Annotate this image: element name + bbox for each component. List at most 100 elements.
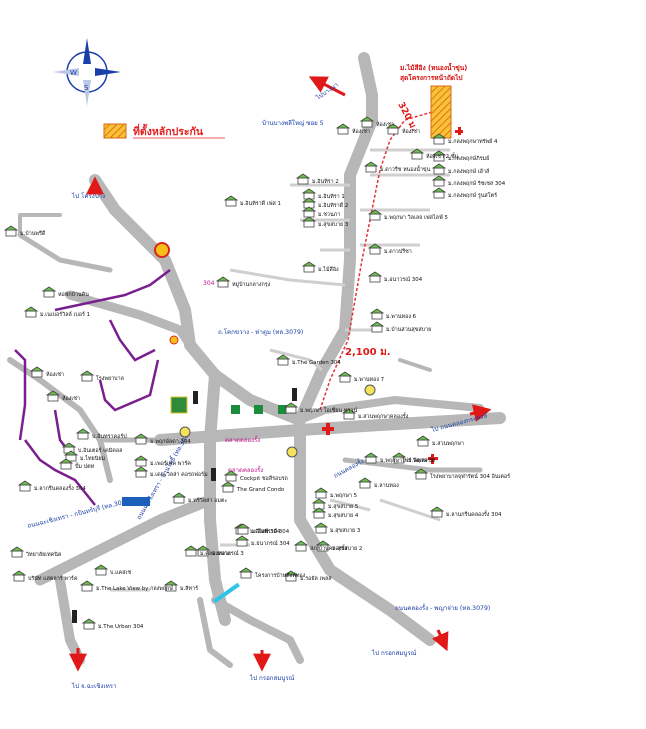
place-label: ม.ไม้สีอิง: [318, 266, 339, 273]
house-icon: [23, 306, 39, 318]
place-label: หอพักบ้านดิน: [58, 291, 89, 298]
place-label: ม.The Urban 304: [98, 624, 144, 630]
house-icon: [369, 321, 385, 333]
place-label: ม.สุขสบาย 2: [332, 545, 362, 552]
house-icon: [63, 450, 79, 462]
house-icon: [215, 276, 231, 288]
house-icon: [133, 455, 149, 467]
point-marker-2: [364, 384, 376, 396]
place-label: หมู่บ้านกลางกรุง: [232, 281, 271, 288]
seven-eleven-icon: [231, 405, 240, 414]
house-icons: [3, 116, 447, 630]
house-icon: [301, 206, 317, 218]
road-soi: บ้านบางพลีใหญ่ ซอย 5: [262, 119, 324, 127]
house-icon: [93, 564, 109, 576]
place-label: ห้องเช่า: [402, 128, 420, 135]
legend-label: ที่ตั้งหลักประกัน: [133, 123, 204, 138]
place-label: ม.อินทิรา 2: [312, 178, 339, 185]
place-label: ม.ดาวรีช หนองน้ำขุ่น: [380, 165, 431, 173]
place-label: สภ.บ้านคลองรั้ง: [310, 544, 347, 552]
compass-needle-east: [95, 68, 121, 76]
house-icon: [223, 195, 239, 207]
place-label: ม.บ้านสวนสุขสบาย: [386, 326, 431, 333]
place-label: Cockpit ชอลีรอบรถ: [240, 475, 288, 482]
place-label: ม.สุขสบาย 3: [318, 221, 348, 228]
place-label: ม.ดาวปรีชา: [384, 248, 412, 255]
direction-arrows: [69, 76, 492, 672]
house-icon: [369, 308, 385, 320]
minor-streets: [110, 148, 450, 592]
shell-icon: [169, 335, 179, 345]
place-label: ม.สวนพฤกษา: [432, 440, 464, 447]
house-icon: [431, 133, 447, 145]
place-label: The Grand Condo: [236, 487, 284, 493]
site-parcel: [430, 85, 452, 139]
place-label: ม.พานทอง 7: [354, 377, 384, 383]
place-label: บริษัท แสตลาร์ พาร์ค: [28, 575, 78, 582]
road-hw3016: ถนนฉะเชิงเทรา - กบินทร์บุรี (ทล.3016): [27, 496, 133, 530]
house-icon: [313, 487, 329, 499]
place-label: ม.The Garden 304: [292, 360, 341, 366]
house-icon: [293, 540, 309, 552]
house-icon: [238, 567, 254, 579]
house-icon: [357, 477, 373, 489]
place-label: บ.อินทราคอร์ป: [92, 433, 127, 440]
legend-hatch-swatch: [103, 123, 127, 139]
house-icon: [17, 480, 33, 492]
tesco-icon: [122, 497, 150, 506]
house-icon: [223, 470, 239, 482]
house-icon: [45, 390, 61, 402]
project-detail: สุดโครงการหน้าถัดไป: [400, 73, 463, 82]
house-icon: [391, 452, 407, 464]
compass-e: E: [97, 69, 101, 77]
place-label: ห้องเช่า: [352, 128, 370, 135]
place-labels: ห้องเช่าห้องเช่าห้องเช่าห้องเช่า 2 ชั้นม…: [20, 121, 510, 630]
place-label: ม.กลงพฤกษ์ รูนสโตร์: [448, 192, 497, 199]
house-icon: [367, 271, 383, 283]
place-label: ม.สุขสบาย 5: [328, 503, 358, 510]
house-icon: [301, 197, 317, 209]
house-icon: [409, 148, 425, 160]
house-icon: [301, 261, 317, 273]
compass-needle-north: [83, 38, 91, 64]
house-icon: [283, 570, 299, 582]
house-icon: [9, 546, 25, 558]
place-label: ม.กลงพฤกษ์ เฮ้าส์: [448, 168, 490, 175]
district-boundaries: [14, 269, 171, 506]
arrow-south-right: [431, 629, 449, 652]
traffic-light-icon: [292, 388, 297, 401]
compass: N E S W: [53, 38, 121, 106]
place-label: ม.กลงพฤกษาทรัพย์ 4: [448, 138, 498, 145]
house-icon: [183, 545, 199, 557]
house-icon: [81, 618, 97, 630]
place-label: ม.พฤกษา วิลเลจ เฟสไลฟ์ 5: [384, 214, 448, 221]
arrow-bangna: [308, 76, 346, 97]
place-label: ห้องเช่า: [376, 121, 394, 128]
compass-needle-west: [53, 68, 79, 76]
house-icon: [11, 570, 27, 582]
place-label: ม.อินทิราดี เฟส 1: [240, 200, 281, 207]
house-icon: [363, 452, 379, 464]
house-icon: [133, 466, 149, 478]
house-icon: [29, 366, 45, 378]
place-label: ห้องเช่า: [62, 395, 80, 402]
shell-icon: [154, 242, 170, 258]
place-label: ม.อินทิรา 1: [318, 193, 345, 200]
place-label: บ.อินเตอร์ เคมิคอล: [78, 447, 122, 454]
house-icon: [295, 173, 311, 185]
place-label: ม.ลานทอง: [374, 483, 399, 489]
place-label: ม.ธนาภรณ์ 3: [212, 550, 244, 557]
place-label: ม.พานทอง 6: [386, 314, 417, 320]
house-icon: [367, 209, 383, 221]
place-label: ปั้ม ปตท: [75, 462, 95, 470]
road-hw-phanom: ถนนคลองรั้ง - พญาจ่าย (ทล.3079): [395, 603, 490, 612]
house-icon: [431, 163, 447, 175]
place-label: ม.ดิไลท์ 304: [250, 528, 281, 535]
legend: ที่ตั้งหลักประกัน: [103, 123, 225, 139]
house-icon: [385, 123, 401, 135]
seven-eleven-icon: [278, 405, 287, 414]
place-label: ม.ไทยนิยม: [80, 455, 106, 462]
road-304: 304: [203, 280, 215, 287]
place-label: บ.แคสเช่: [110, 569, 131, 576]
